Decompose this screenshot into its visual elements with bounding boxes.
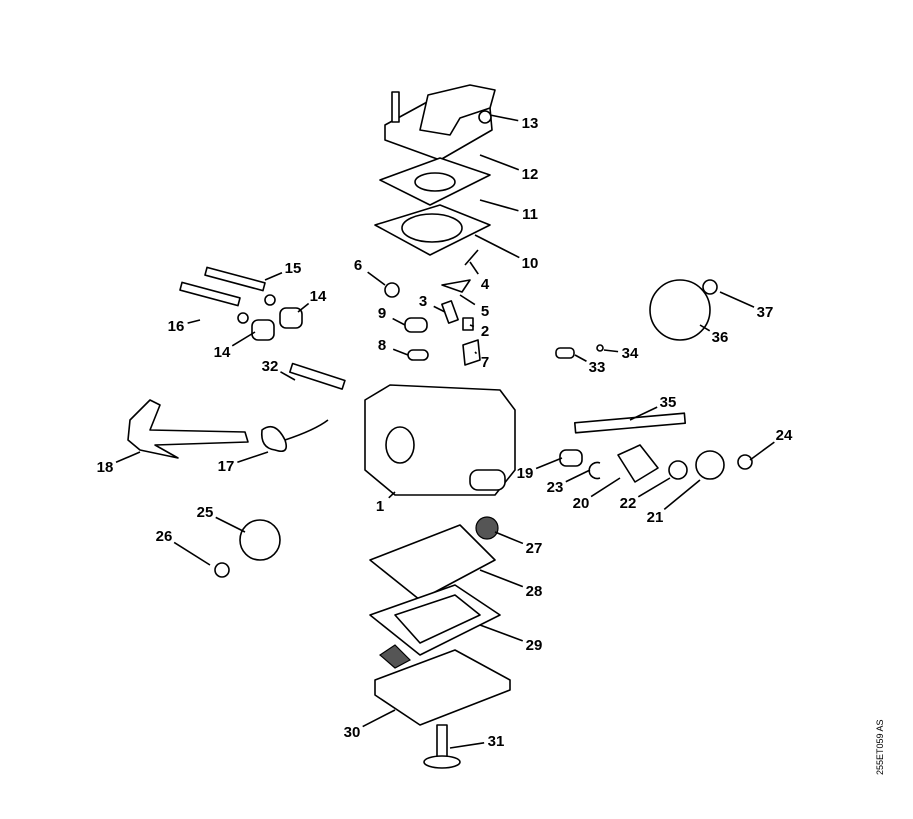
part-label-25: 25 xyxy=(197,504,214,521)
part-label-10: 10 xyxy=(522,255,539,272)
leader-line xyxy=(489,114,519,122)
leader-line xyxy=(264,271,283,281)
leader-line xyxy=(637,477,671,498)
part-label-27: 27 xyxy=(526,540,543,557)
leader-line xyxy=(459,294,476,306)
parts-drawing xyxy=(127,84,753,769)
part-label-16: 16 xyxy=(168,318,185,335)
leader-line xyxy=(479,569,524,588)
leader-line xyxy=(603,349,619,353)
part-label-14: 14 xyxy=(310,288,327,305)
part-label-21: 21 xyxy=(647,509,664,526)
leader-line xyxy=(479,624,524,642)
leader-line xyxy=(474,351,478,355)
part-label-4: 4 xyxy=(481,276,490,293)
part-label-28: 28 xyxy=(526,583,543,600)
leader-line xyxy=(237,451,269,463)
leader-line xyxy=(187,319,201,324)
leader-line xyxy=(574,354,587,362)
part-label-22: 22 xyxy=(620,495,637,512)
part-label-1: 1 xyxy=(376,498,384,515)
part-label-6: 6 xyxy=(354,257,362,274)
part-label-19: 19 xyxy=(517,465,534,482)
part-label-37: 37 xyxy=(757,304,774,321)
leader-line xyxy=(565,469,591,483)
part-label-12: 12 xyxy=(522,166,539,183)
part-label-17: 17 xyxy=(218,458,235,475)
leader-line xyxy=(590,477,621,498)
part-label-30: 30 xyxy=(344,724,361,741)
leader-line xyxy=(433,305,446,313)
part-label-9: 9 xyxy=(378,305,386,322)
part-cover-nozzle xyxy=(419,84,496,136)
part-pin xyxy=(391,91,400,123)
leader-line xyxy=(479,199,519,212)
part-label-18: 18 xyxy=(97,459,114,476)
leader-line xyxy=(494,531,524,545)
part-label-8: 8 xyxy=(378,337,386,354)
part-label-20: 20 xyxy=(573,495,590,512)
leader-line xyxy=(392,348,409,356)
part-label-11: 11 xyxy=(522,206,538,223)
leader-line xyxy=(215,516,246,533)
leader-line xyxy=(535,457,563,470)
part-label-32: 32 xyxy=(262,358,279,375)
part-label-24: 24 xyxy=(776,427,793,444)
leader-line xyxy=(663,479,701,510)
leader-line xyxy=(115,451,141,464)
leader-line xyxy=(231,331,256,347)
leader-line xyxy=(367,271,386,286)
leader-line xyxy=(280,371,296,381)
leader-line xyxy=(474,234,520,259)
leader-line xyxy=(392,317,406,326)
drawing-code: 255ET059 AS xyxy=(875,719,885,775)
leader-line xyxy=(297,302,310,313)
part-label-31: 31 xyxy=(488,733,505,750)
leader-line xyxy=(719,291,755,308)
part-label-34: 34 xyxy=(622,345,639,362)
part-label-29: 29 xyxy=(526,637,543,654)
part-label-14: 14 xyxy=(214,344,231,361)
part-label-5: 5 xyxy=(481,303,489,320)
leader-line xyxy=(173,541,211,566)
part-label-35: 35 xyxy=(660,394,677,411)
part-label-13: 13 xyxy=(522,115,539,132)
part-screw-13 xyxy=(478,110,492,124)
leader-line xyxy=(362,709,396,728)
part-label-15: 15 xyxy=(285,260,302,277)
part-label-23: 23 xyxy=(547,479,564,496)
part-label-36: 36 xyxy=(712,329,729,346)
part-metering-gasket xyxy=(369,524,496,601)
leader-line xyxy=(469,261,479,275)
leader-line xyxy=(388,491,396,499)
part-carburetor-body xyxy=(364,384,516,496)
part-label-26: 26 xyxy=(156,528,173,545)
part-lever xyxy=(127,399,249,459)
part-label-7: 7 xyxy=(481,354,489,371)
part-label-2: 2 xyxy=(481,323,489,340)
leader-line xyxy=(629,406,658,421)
leader-line xyxy=(749,441,775,461)
part-label-33: 33 xyxy=(589,359,606,376)
leader-line xyxy=(699,324,711,332)
part-label-3: 3 xyxy=(419,293,427,310)
leader-line xyxy=(479,154,520,171)
leader-line xyxy=(449,742,485,749)
leader-line xyxy=(469,324,475,328)
part-metering-cover xyxy=(374,649,511,726)
